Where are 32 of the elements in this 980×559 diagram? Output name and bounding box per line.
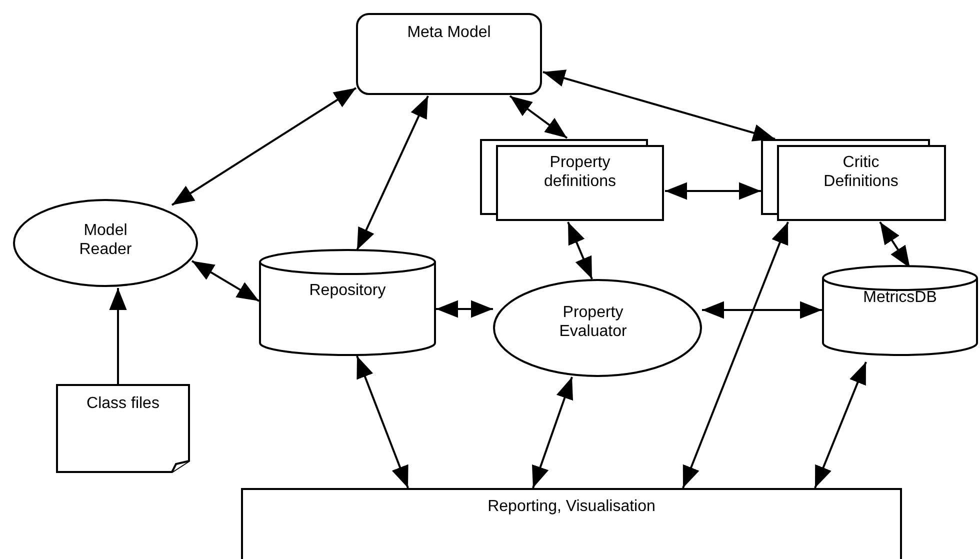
node-label: MetricsDB [862,288,938,307]
arrow [814,362,867,488]
document-shape [56,384,190,473]
arrow [509,95,568,139]
node-label: Class files [86,394,160,413]
arrow [542,70,776,142]
process-box [241,488,902,559]
node-label: Repository [308,281,387,300]
node-label: Reporting, Visualisation [486,497,656,516]
node-label: Property definitions [542,153,618,191]
node-label: Property Evaluator [558,303,628,341]
arrow [356,356,409,488]
arrow [109,288,127,384]
rounded-box [356,13,542,95]
arrow [356,96,429,250]
arrow [532,376,573,488]
node-label: Critic Definitions [822,153,900,191]
arrow [665,182,761,200]
stacked-document-box [480,139,664,221]
ellipse [13,199,198,287]
ellipse [493,279,702,377]
node-label: Model Reader [78,221,133,259]
arrow [171,87,357,206]
database-cylinder [259,250,436,355]
arrow [682,222,789,488]
arrow [702,301,822,319]
arrow [436,300,493,318]
node-label: Meta Model [406,23,492,42]
arrow [567,222,593,280]
database-cylinder [822,266,978,355]
stacked-document-box [761,139,946,221]
arrow [191,260,260,302]
